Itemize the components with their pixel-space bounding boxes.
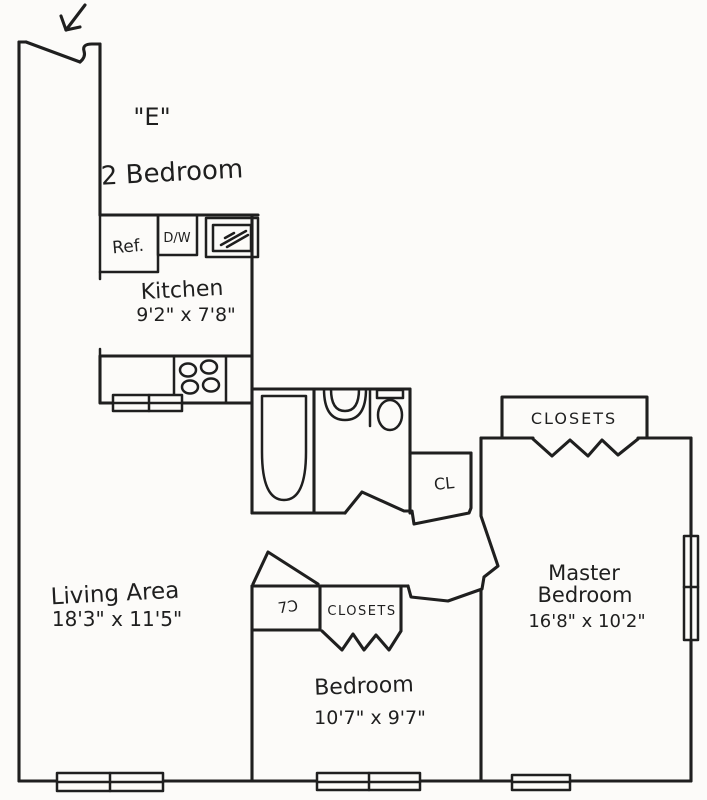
bedroom-closets-label: CLOSETS [327,604,396,619]
kitchen-walls [98,213,260,515]
small-closet-box [250,584,322,632]
counter-ledge [111,393,184,413]
entry-arrow-icon [59,3,87,32]
dishwasher-label: D/W [163,231,190,246]
door-mark-label: 7Ɔ [277,597,299,618]
dishwasher-icon [156,213,199,257]
entry-door-leaf [24,40,82,64]
labels: "E" 2 Bedroom Ref. D/W Kitchen 9'2" x 7'… [50,103,646,729]
master-door-swing [406,436,500,603]
hall-door-flap [251,550,320,586]
unit-label: "E" [133,103,170,131]
hallway-doors [251,436,500,783]
entry-door-hook [78,42,102,64]
kitchen-label: Kitchen [140,276,224,305]
hall-closet-label: CL [433,473,455,494]
kitchen-sink-icon [204,216,260,259]
kitchen-fixtures [98,213,260,413]
kitchen-dims: 9'2" x 7'8" [136,304,236,326]
stove-burners-icon [178,359,221,395]
bath-sink-icon [322,387,368,422]
master-label-line2: Bedroom [538,583,633,607]
living-label: Living Area [50,578,180,611]
refrigerator-label: Ref. [111,236,144,259]
master-side-window [682,534,700,642]
master-closet [500,395,649,458]
master-dims: 16'8" x 10'2" [528,611,645,632]
bedroom-dims: 10'7" x 9'7" [314,707,426,729]
master-bottom-window [510,773,572,792]
master-closets-label: CLOSETS [531,409,617,428]
bathtub-icon [260,394,308,502]
windows [55,534,700,793]
bathroom-fixtures [260,387,405,502]
bedroom-walls [250,584,410,783]
living-dims: 18'3" x 11'5" [52,607,182,631]
bedroom-window [315,771,422,792]
bedroom-label: Bedroom [314,672,414,700]
toilet-icon [375,388,405,432]
bathroom-door-swing [343,451,473,526]
master-closet-box [500,395,649,440]
bedroom-closet-zigzag [320,629,403,652]
entry [17,3,102,217]
master-label-line1: Master [548,561,620,585]
unit-type-label: 2 Bedroom [100,154,244,191]
master-closet-zigzag [531,437,640,458]
living-window [55,771,165,793]
